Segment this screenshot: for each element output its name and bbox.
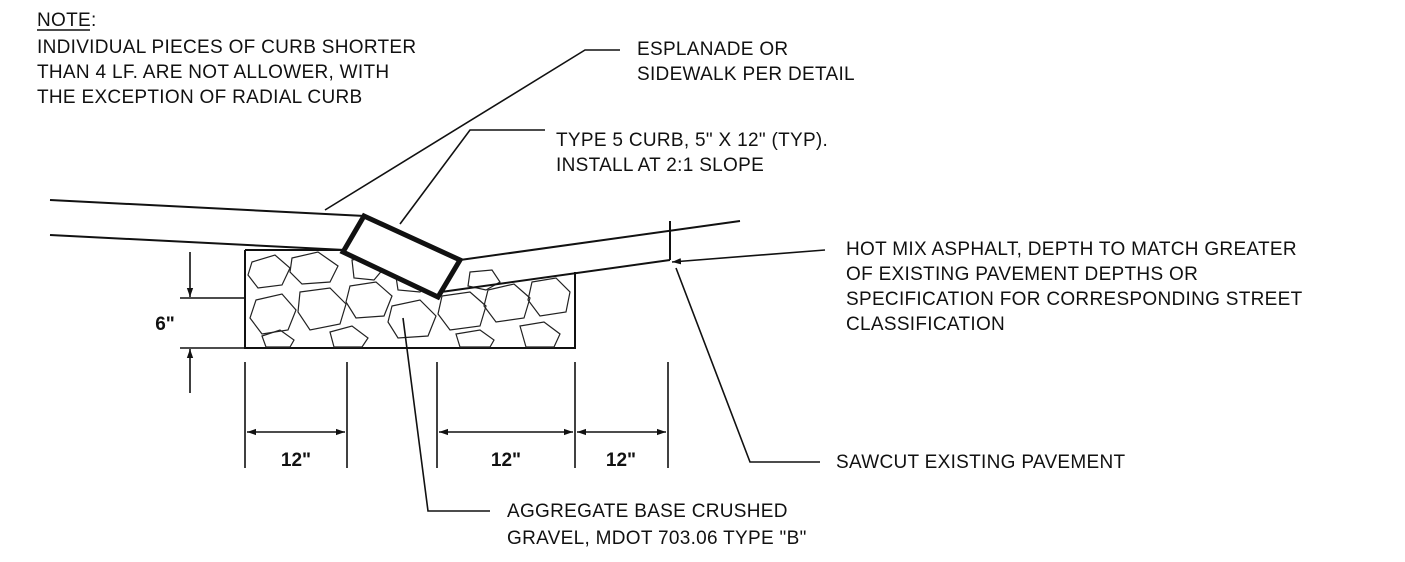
curb-callout: TYPE 5 CURB, 5" X 12" (TYP). INSTALL AT …: [556, 130, 828, 176]
depth-dimension-label: 6": [155, 314, 175, 335]
leader-lines: [324, 49, 826, 512]
sawcut-callout-line-1: SAWCUT EXISTING PAVEMENT: [836, 452, 1126, 473]
esplanade-callout-line-2: SIDEWALK PER DETAIL: [637, 64, 855, 85]
asphalt-callout-line-3: SPECIFICATION FOR CORRESPONDING STREET: [846, 289, 1303, 310]
aggregate-leader: [402, 317, 490, 512]
esplanade-slab: [49, 199, 366, 251]
curb-leader: [399, 129, 545, 225]
note-block: NOTE: INDIVIDUAL PIECES OF CURB SHORTER …: [37, 10, 416, 108]
asphalt-callout-line-1: HOT MIX ASPHALT, DEPTH TO MATCH GREATER: [846, 239, 1297, 260]
note-line-1: INDIVIDUAL PIECES OF CURB SHORTER: [37, 37, 416, 58]
aggregate-callout-line-1: AGGREGATE BASE CRUSHED: [507, 501, 788, 522]
note-line-2: THAN 4 LF. ARE NOT ALLOWER, WITH: [37, 62, 389, 83]
asphalt-callout-line-4: CLASSIFICATION: [846, 314, 1005, 335]
sawcut-callout: SAWCUT EXISTING PAVEMENT: [836, 452, 1126, 473]
width-dimensions: 12" 12" 12": [244, 362, 669, 471]
esplanade-leader: [324, 49, 620, 211]
asphalt-leader: [671, 249, 826, 265]
curb-callout-line-2: INSTALL AT 2:1 SLOPE: [556, 155, 764, 176]
asphalt-callout-line-2: OF EXISTING PAVEMENT DEPTHS OR: [846, 264, 1198, 285]
esplanade-callout: ESPLANADE OR SIDEWALK PER DETAIL: [637, 39, 855, 85]
note-line-3: THE EXCEPTION OF RADIAL CURB: [37, 87, 362, 108]
width-dimension-right-label: 12": [606, 450, 636, 471]
aggregate-callout-line-2: GRAVEL, MDOT 703.06 TYPE "B": [507, 528, 807, 549]
asphalt-callout: HOT MIX ASPHALT, DEPTH TO MATCH GREATER …: [846, 239, 1303, 335]
depth-dimension: 6": [155, 252, 244, 393]
sawcut-leader: [675, 267, 820, 463]
esplanade-callout-line-1: ESPLANADE OR: [637, 39, 788, 60]
width-dimension-mid-label: 12": [491, 450, 521, 471]
aggregate-callout: AGGREGATE BASE CRUSHED GRAVEL, MDOT 703.…: [507, 501, 807, 549]
width-dimension-left-label: 12": [281, 450, 311, 471]
curb-callout-line-1: TYPE 5 CURB, 5" X 12" (TYP).: [556, 130, 828, 151]
curb-block: [339, 212, 464, 301]
note-heading: NOTE:: [37, 10, 97, 31]
asphalt-layer: [440, 220, 741, 293]
